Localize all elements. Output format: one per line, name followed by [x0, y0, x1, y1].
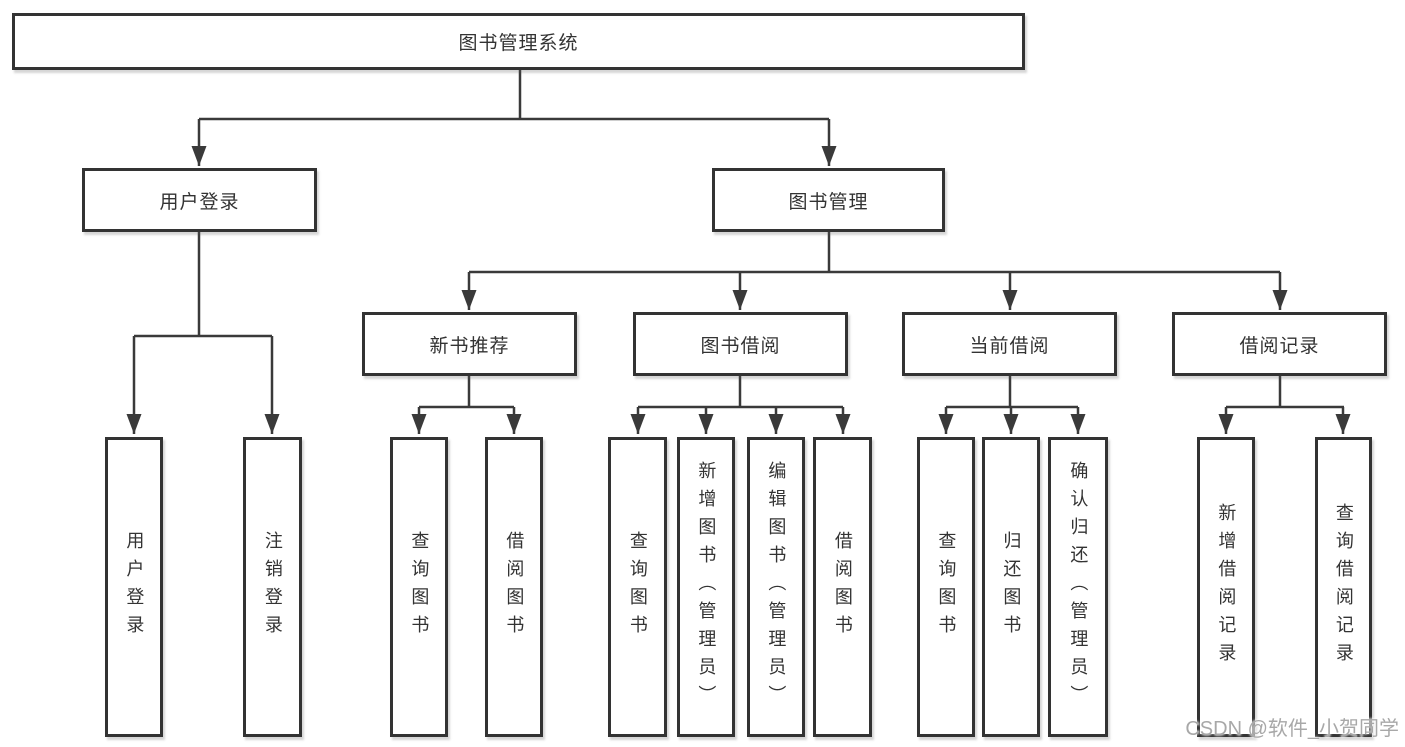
leaf-user-login: 用户登录: [105, 437, 163, 737]
leaf-query-books-borrowing-label: 查询图书: [627, 531, 648, 643]
leaf-confirm-return-admin: 确认归还（管理员）: [1048, 437, 1108, 737]
leaf-logout: 注销登录: [243, 437, 302, 737]
node-current-borrowing-label: 当前借阅: [969, 335, 1050, 357]
leaf-borrow-books-borrowing: 借阅图书: [813, 437, 872, 737]
leaf-add-borrow-record-label: 新增借阅记录: [1216, 503, 1237, 671]
leaf-query-books-current-label: 查询图书: [936, 531, 957, 643]
node-borrowing-records-label: 借阅记录: [1239, 335, 1320, 357]
connector-arrows: [126, 119, 1351, 434]
leaf-query-books-recommend: 查询图书: [390, 437, 448, 737]
node-new-book-recommend-label: 新书推荐: [429, 335, 510, 357]
leaf-borrow-books-recommend-label: 借阅图书: [504, 531, 525, 643]
leaf-edit-book-admin: 编辑图书（管理员）: [747, 437, 805, 737]
leaf-borrow-books-recommend: 借阅图书: [485, 437, 543, 737]
leaf-query-borrow-record: 查询借阅记录: [1315, 437, 1372, 737]
leaf-return-book-label: 归还图书: [1001, 531, 1022, 643]
leaf-borrow-books-borrowing-label: 借阅图书: [832, 531, 853, 643]
node-book-management-label: 图书管理: [788, 191, 869, 213]
node-user-login: 用户登录: [82, 168, 317, 232]
node-book-management: 图书管理: [712, 168, 945, 232]
csdn-watermark: CSDN @软件_小贺同学: [1185, 718, 1399, 740]
leaf-query-books-current: 查询图书: [917, 437, 975, 737]
leaf-add-book-admin: 新增图书（管理员）: [677, 437, 735, 737]
leaf-return-book: 归还图书: [982, 437, 1040, 737]
leaf-user-login-label: 用户登录: [124, 531, 145, 643]
node-current-borrowing: 当前借阅: [902, 312, 1117, 376]
leaf-edit-book-admin-label: 编辑图书（管理员）: [766, 461, 787, 713]
node-book-borrowing-label: 图书借阅: [700, 335, 781, 357]
node-new-book-recommend: 新书推荐: [362, 312, 577, 376]
node-root: 图书管理系统: [12, 13, 1025, 70]
leaf-confirm-return-admin-label: 确认归还（管理员）: [1068, 461, 1089, 713]
leaf-query-books-borrowing: 查询图书: [608, 437, 667, 737]
leaf-add-book-admin-label: 新增图书（管理员）: [696, 461, 717, 713]
connector-trunk-lines: [134, 70, 1344, 409]
node-root-label: 图书管理系统: [458, 33, 579, 54]
leaf-query-books-recommend-label: 查询图书: [409, 531, 430, 643]
leaf-query-borrow-record-label: 查询借阅记录: [1333, 503, 1354, 671]
leaf-logout-label: 注销登录: [262, 531, 283, 643]
node-book-borrowing: 图书借阅: [633, 312, 848, 376]
node-user-login-label: 用户登录: [159, 191, 240, 213]
leaf-add-borrow-record: 新增借阅记录: [1197, 437, 1255, 737]
node-borrowing-records: 借阅记录: [1172, 312, 1387, 376]
